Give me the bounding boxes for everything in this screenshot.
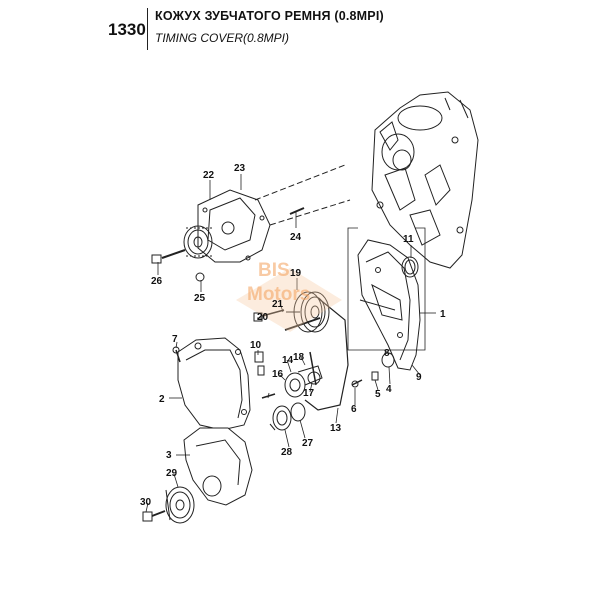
callout-labels: 1 2 3 4 5 6 7 8 9 10 11 13 14 16 17 18 1… — [140, 163, 446, 508]
page-header: 1330 КОЖУХ ЗУБЧАТОГО РЕМНЯ (0.8MPI) TIMI… — [0, 0, 600, 55]
callout-19: 19 — [290, 268, 302, 279]
header-divider — [147, 8, 148, 50]
callout-23: 23 — [234, 163, 246, 174]
callout-20: 20 — [257, 312, 269, 323]
crankshaft-pulley — [165, 486, 195, 524]
callout-14: 14 — [282, 355, 294, 366]
callout-16: 16 — [272, 369, 284, 380]
callout-11: 11 — [403, 234, 414, 245]
title-russian: КОЖУХ ЗУБЧАТОГО РЕМНЯ (0.8MPI) — [155, 9, 384, 23]
callout-2: 2 — [159, 394, 165, 405]
water-pump — [197, 189, 271, 263]
rear-timing-cover — [357, 239, 421, 371]
callout-17: 17 — [303, 388, 315, 399]
crankshaft-sprocket — [269, 402, 306, 431]
callout-9: 9 — [416, 372, 422, 383]
callout-18: 18 — [293, 352, 305, 363]
water-pump-pulley — [183, 225, 213, 259]
callout-27: 27 — [302, 438, 314, 449]
title-english: TIMING COVER(0.8MPI) — [155, 31, 290, 45]
callout-4: 4 — [386, 384, 392, 395]
watermark-line1: BIS — [258, 260, 290, 281]
lower-front-cover — [183, 427, 253, 506]
callout-3: 3 — [166, 450, 172, 461]
callout-28: 28 — [281, 447, 293, 458]
callout-22: 22 — [203, 170, 215, 181]
callout-6: 6 — [351, 404, 357, 415]
leader-lines — [145, 174, 436, 513]
callout-21: 21 — [272, 299, 284, 310]
callout-7: 7 — [172, 334, 178, 345]
callout-5: 5 — [375, 389, 381, 400]
callout-10: 10 — [250, 340, 262, 351]
upper-front-cover — [177, 337, 251, 431]
callout-29: 29 — [166, 468, 178, 479]
tensioner — [284, 365, 323, 398]
watermark: BIS Motors — [236, 260, 342, 332]
engine-block — [371, 91, 479, 269]
callout-25: 25 — [194, 293, 206, 304]
page-number: 1330 — [108, 20, 146, 39]
callout-24: 24 — [290, 232, 302, 243]
callout-8: 8 — [384, 348, 390, 359]
callout-26: 26 — [151, 276, 163, 287]
callout-13: 13 — [330, 423, 342, 434]
watermark-line2: Motors — [247, 284, 310, 305]
callout-30: 30 — [140, 497, 152, 508]
callout-1: 1 — [440, 309, 446, 320]
